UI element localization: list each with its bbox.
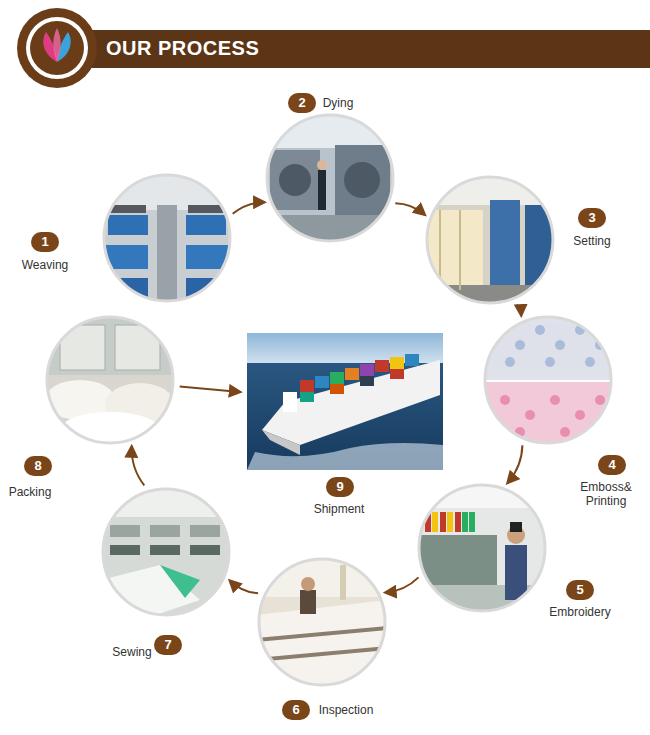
step-number: 7 xyxy=(154,635,182,655)
step-number: 4 xyxy=(598,455,626,475)
step-number: 3 xyxy=(578,208,606,228)
process-step: 4Emboss& Printing xyxy=(485,317,611,443)
flow-arrow xyxy=(230,581,258,594)
step-label: Inspection xyxy=(319,703,374,717)
flow-arrow xyxy=(180,386,240,392)
step-label: Emboss& Printing xyxy=(569,480,643,508)
flow-arrow xyxy=(386,577,419,592)
process-step: 1Weaving xyxy=(104,175,230,301)
flow-arrow xyxy=(517,305,521,316)
step-label: Packing xyxy=(9,485,52,499)
step-label: Weaving xyxy=(22,258,68,272)
process-step: 7Sewing xyxy=(103,489,229,615)
step-label: Embroidery xyxy=(549,605,610,619)
flow-arrow xyxy=(508,445,523,483)
step-number: 1 xyxy=(31,232,59,252)
process-step: 9Shipment xyxy=(247,333,443,470)
step-label: Sewing xyxy=(112,645,151,659)
process-step: 5Embroidery xyxy=(419,485,545,611)
process-step: 8Packing xyxy=(47,317,173,443)
process-step: 3Setting xyxy=(427,177,553,303)
flow-arrow xyxy=(395,203,424,214)
step-number: 8 xyxy=(24,456,52,476)
step-number: 5 xyxy=(566,580,594,600)
process-step: 2Dying xyxy=(267,115,393,241)
header-bar xyxy=(40,30,650,68)
flow-arrow xyxy=(233,202,265,214)
step-number: 6 xyxy=(282,700,310,720)
step-label: Dying xyxy=(323,96,354,110)
step-number: 2 xyxy=(288,93,316,113)
flow-arrow xyxy=(132,447,145,486)
step-label: Shipment xyxy=(314,502,365,516)
process-step: 6Inspection xyxy=(259,559,385,685)
step-label: Setting xyxy=(573,234,610,248)
logo xyxy=(17,8,97,88)
step-number: 9 xyxy=(326,477,354,497)
title: OUR PROCESS xyxy=(106,36,259,60)
